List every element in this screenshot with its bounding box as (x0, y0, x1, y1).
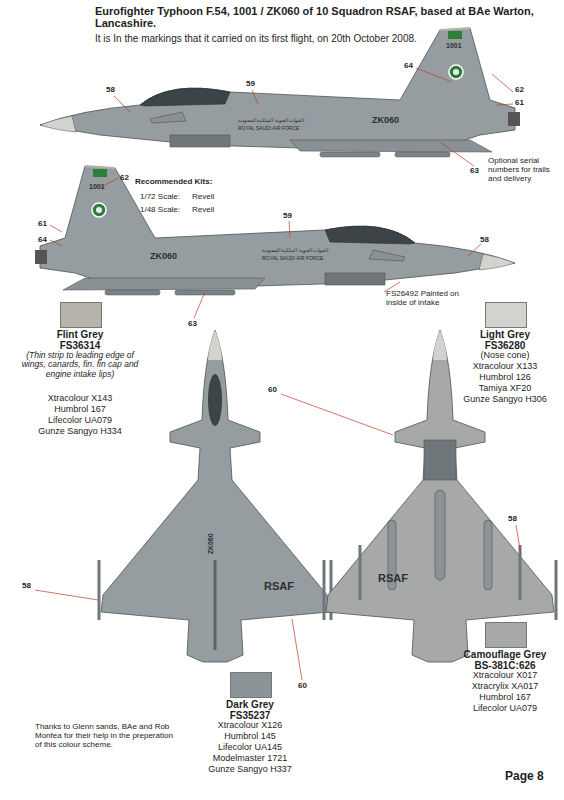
paint-ref: Humbrol 145 (195, 732, 305, 742)
note: FS26492 Painted on inside of intake (386, 289, 468, 307)
tail-number: 1001 (446, 42, 462, 50)
title: Eurofighter Typhoon F.54, 1001 / ZK060 o… (95, 5, 535, 29)
callout-number: 63 (470, 167, 479, 176)
color-code: FS36280 (457, 340, 553, 351)
color-code: BS-381C:626 (455, 660, 555, 671)
callout-number: 61 (38, 220, 47, 229)
caption-note: It is In the markings that it carried on… (95, 33, 555, 44)
callout-number: 58 (22, 582, 31, 591)
paint-ref: Xtracolour X017 (455, 671, 555, 681)
arabic-marking: القوات الجوية الملكية السعودية (238, 118, 304, 124)
kits-heading: Recommended Kits: (135, 178, 212, 187)
fuselage-marking: ROYAL SAUDI AIR FORCE (238, 126, 299, 132)
color-note: (Thin strip to leading edge of wings, ca… (15, 351, 145, 379)
color-code: FS35237 (195, 710, 305, 721)
rsaf-marking: RSAF (264, 580, 294, 592)
paint-ref: Humbrol 167 (455, 693, 555, 703)
paint-ref: Humbrol 167 (15, 405, 145, 415)
paint-ref: Lifecolor UA145 (195, 743, 305, 753)
color-swatch (485, 302, 527, 328)
tail-number: 1001 (89, 183, 105, 191)
callout-number: 58 (480, 236, 489, 245)
arabic-marking: القوات الجوية الملكية السعودية (262, 248, 328, 254)
kit-scale: 1/48 Scale: (140, 206, 180, 215)
fuselage-marking: ROYAL SAUDI AIR FORCE (262, 256, 323, 262)
callout-number: 61 (515, 99, 524, 108)
paint-ref: Xtracolour X143 (15, 394, 145, 404)
color-swatch (230, 672, 272, 698)
callout-number: 62 (515, 86, 524, 95)
serial-marking: ZK060 (207, 533, 215, 554)
callout-number: 59 (246, 80, 255, 89)
paint-ref: Humbrol 126 (457, 373, 553, 383)
paint-ref: Xtracrylix XA017 (455, 682, 555, 692)
paint-ref: Gunze Sangyo H306 (457, 395, 553, 405)
callout-number: 64 (38, 236, 47, 245)
color-name: Camouflage Grey (455, 649, 555, 660)
color-name: Flint Grey (15, 329, 145, 340)
kit-name: Revell (192, 193, 214, 202)
color-name: Light Grey (457, 329, 553, 340)
paint-ref: Gunze Sangyo H337 (195, 765, 305, 775)
serial-marking: ZK060 (150, 252, 177, 262)
callout-number: 58 (508, 515, 517, 524)
serial-marking: ZK060 (372, 116, 399, 126)
paint-ref: Gunze Sangyo H334 (15, 427, 145, 437)
callout-number: 64 (404, 62, 413, 71)
paint-ref: Xtracolour X126 (195, 721, 305, 731)
callout-number: 60 (268, 386, 277, 395)
callout-number: 60 (298, 682, 307, 691)
color-code: FS36314 (15, 340, 145, 351)
paint-ref: Tamiya XF20 (457, 384, 553, 394)
note: Optional serial numbers for trails and d… (488, 156, 560, 184)
color-name: Dark Grey (195, 699, 305, 710)
callout-number: 58 (106, 86, 115, 95)
rsaf-marking: RSAF (378, 572, 408, 584)
kit-name: Revell (192, 206, 214, 215)
paint-ref: Xtracolour X133 (457, 362, 553, 372)
callout-number: 63 (188, 320, 197, 329)
color-swatch (485, 622, 527, 648)
callout-number: 62 (120, 174, 129, 183)
color-note: (Nose cone) (457, 351, 553, 361)
callout-number: 59 (283, 212, 292, 221)
credit-note: Thanks to Glenn sands, BAe and Rob Monfe… (35, 722, 175, 750)
paint-ref: Modelmaster 1721 (195, 754, 305, 764)
kit-scale: 1/72 Scale: (140, 193, 180, 202)
page-number: Page 8 (505, 770, 544, 783)
color-swatch (60, 302, 102, 328)
paint-ref: Lifecolor UA079 (455, 704, 555, 714)
paint-ref: Lifecolor UA079 (15, 416, 145, 426)
